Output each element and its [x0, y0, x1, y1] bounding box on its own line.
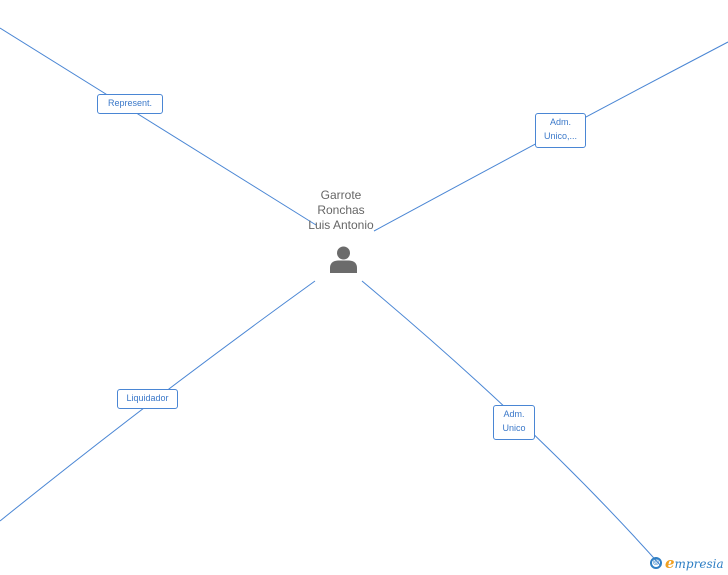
- role-label: Unico: [502, 423, 526, 433]
- brand-wordmark: empresia: [665, 554, 724, 572]
- role-label: Represent.: [107, 98, 153, 108]
- role-box-liquidador[interactable]: Liquidador: [117, 389, 178, 409]
- role-box-represent[interactable]: Represent.: [97, 94, 163, 114]
- center-person-name: Garrote Ronchas Luis Antonio: [291, 188, 391, 233]
- role-label: Adm.: [549, 117, 571, 127]
- role-label: Adm.: [503, 409, 525, 419]
- role-box-adm-unico-top[interactable]: Adm. Unico,...: [535, 113, 586, 148]
- copyright-icon: ©: [650, 557, 662, 569]
- brand-rest: mpresia: [674, 557, 724, 571]
- role-label: Unico,...: [543, 131, 577, 141]
- center-name-line-3: Luis Antonio: [308, 218, 374, 232]
- person-icon[interactable]: [329, 245, 358, 273]
- center-name-line-2: Ronchas: [317, 203, 365, 217]
- role-box-adm-unico-bottom[interactable]: Adm. Unico: [493, 405, 535, 440]
- role-label: Liquidador: [126, 393, 169, 403]
- brand-initial: e: [665, 554, 675, 572]
- empresia-logo[interactable]: © empresia: [650, 554, 724, 572]
- center-name-line-1: Garrote: [320, 188, 362, 202]
- edge-represent: [0, 27, 317, 226]
